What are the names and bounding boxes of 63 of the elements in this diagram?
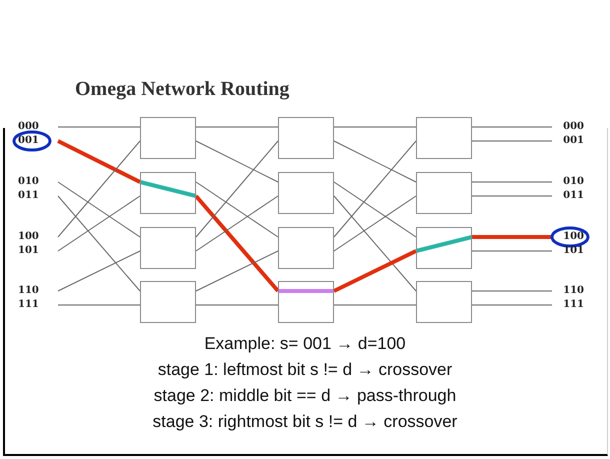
address-label: 001 (554, 135, 584, 147)
caption-text: stage 2: middle bit == d → pass-through (154, 386, 456, 406)
address-label: 000 (554, 121, 584, 133)
wire (334, 182, 416, 238)
wire (334, 140, 416, 238)
address-label: 011 (554, 190, 584, 202)
wire (334, 304, 416, 306)
wire (196, 140, 278, 238)
wire (58, 250, 140, 292)
address-label: 001 (18, 135, 58, 147)
address-label: 101 (18, 245, 58, 257)
wire (472, 126, 552, 128)
address-label: 101 (554, 245, 584, 257)
address-label: 011 (18, 190, 58, 202)
wire (196, 196, 278, 252)
wire (334, 126, 416, 128)
switch-box (416, 117, 472, 159)
wire (196, 140, 278, 182)
address-label: 111 (554, 299, 584, 311)
wire (334, 196, 416, 252)
wire (196, 304, 278, 306)
caption-text: Example: s= 001 → d=100 (204, 334, 406, 354)
wire (58, 304, 140, 306)
address-label: 010 (554, 176, 584, 188)
wire (58, 140, 140, 238)
address-label: 000 (18, 121, 58, 133)
route-line (57, 139, 141, 184)
wire (334, 140, 416, 182)
wire (58, 182, 140, 238)
switch-box (140, 281, 196, 323)
switch-box (416, 172, 472, 214)
wire (472, 250, 552, 252)
wire (196, 126, 278, 128)
switch-box (140, 117, 196, 159)
wire (58, 196, 140, 292)
switch-box (416, 281, 472, 323)
switch-box (278, 117, 334, 159)
route-line (472, 235, 552, 239)
wire (58, 196, 140, 252)
wire (58, 126, 140, 128)
wire (472, 140, 552, 142)
address-label: 111 (18, 299, 58, 311)
caption-text: stage 1: leftmost bit s != d → crossover (158, 360, 452, 380)
wire (196, 250, 278, 292)
address-label: 010 (18, 176, 58, 188)
address-label: 110 (18, 285, 58, 297)
address-label: 100 (554, 231, 584, 243)
switch-box (278, 227, 334, 269)
caption-text: stage 3: rightmost bit s != d → crossover (152, 412, 458, 432)
route-line (333, 249, 417, 293)
route-line (194, 194, 280, 292)
switch-box (416, 227, 472, 269)
switch-box (140, 227, 196, 269)
switch-box (278, 281, 334, 323)
address-label: 110 (554, 285, 584, 297)
switch-box (140, 172, 196, 214)
wire (472, 304, 552, 306)
slide-title: Omega Network Routing (75, 78, 290, 101)
wire (472, 290, 552, 292)
wire (196, 182, 278, 238)
wire (334, 196, 416, 292)
switch-box (278, 172, 334, 214)
address-label: 100 (18, 231, 58, 243)
